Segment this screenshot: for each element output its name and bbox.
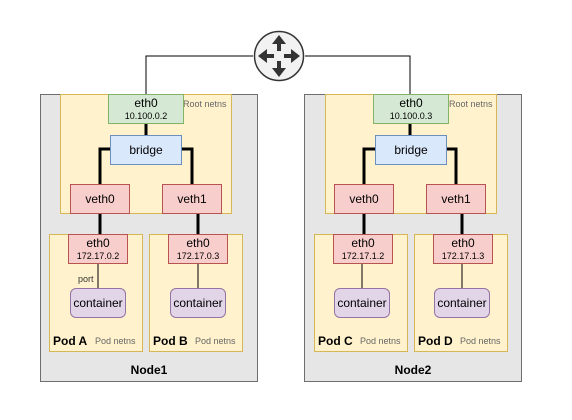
node2-veth0-label: veth0: [349, 192, 379, 206]
node2-bridge-label: bridge: [394, 143, 428, 157]
pod-b-container: container: [170, 288, 226, 318]
node1-label: Node1: [130, 363, 168, 377]
pod-c-name: Pod C: [318, 334, 353, 348]
pod-a-ns-label: Pod netns: [95, 336, 136, 346]
pod-a-container-label: container: [73, 296, 123, 310]
node2-root-eth0-ip: 10.100.0.3: [389, 111, 433, 121]
node1-root-netns-label: Root netns: [183, 99, 227, 109]
node1-veth1-label: veth1: [177, 192, 207, 206]
node1-veth1: veth1: [162, 184, 222, 214]
pod-c-container-label: container: [337, 296, 387, 310]
router-icon: [253, 30, 305, 82]
pod-b-name: Pod B: [153, 334, 188, 348]
pod-b-ns-label: Pod netns: [195, 336, 236, 346]
link-router-node1: [145, 55, 253, 94]
node2-root-eth0: eth0 10.100.0.3: [373, 94, 449, 124]
node1-bridge-label: bridge: [129, 143, 163, 157]
node1-bridge: bridge: [110, 135, 182, 165]
node2-root-eth0-label: eth0: [399, 96, 423, 110]
node1-root-eth0: eth0 10.100.0.2: [108, 94, 184, 124]
node2-bridge: bridge: [375, 135, 447, 165]
pod-a-container: container: [70, 288, 126, 318]
pod-a-eth0: eth0 172.17.0.2: [68, 234, 128, 264]
pod-d-ns-label: Pod netns: [460, 336, 501, 346]
pod-c-eth0-label: eth0: [351, 236, 375, 250]
node2-veth1: veth1: [426, 184, 486, 214]
node2-root-netns-label: Root netns: [449, 99, 493, 109]
pod-d-name: Pod D: [418, 334, 453, 348]
pod-c-eth0: eth0 172.17.1.2: [333, 234, 393, 264]
pod-c-ns-label: Pod netns: [360, 336, 401, 346]
pod-a-eth0-label: eth0: [86, 236, 110, 250]
pod-a-name: Pod A: [53, 334, 88, 348]
pod-d-eth0: eth0 172.17.1.3: [433, 234, 493, 264]
pod-d-eth0-label: eth0: [451, 236, 475, 250]
node1-veth0-label: veth0: [85, 192, 115, 206]
node2-veth1-label: veth1: [441, 192, 471, 206]
pod-d-container-label: container: [437, 296, 487, 310]
pod-d-container: container: [434, 288, 490, 318]
node2-veth0: veth0: [334, 184, 394, 214]
pod-a-port-label: port: [78, 274, 94, 284]
pod-a-eth0-ip: 172.17.0.2: [76, 251, 120, 261]
pod-b-eth0-ip: 172.17.0.3: [176, 251, 220, 261]
link-router-node2: [305, 55, 411, 94]
node2-label: Node2: [394, 363, 432, 377]
pod-d-eth0-ip: 172.17.1.3: [441, 251, 485, 261]
pod-b-eth0-label: eth0: [186, 236, 210, 250]
pod-b-eth0: eth0 172.17.0.3: [168, 234, 228, 264]
pod-c-eth0-ip: 172.17.1.2: [341, 251, 385, 261]
pod-b-container-label: container: [173, 296, 223, 310]
pod-c-container: container: [334, 288, 390, 318]
node1-root-eth0-ip: 10.100.0.2: [124, 111, 168, 121]
node1-veth0: veth0: [70, 184, 130, 214]
node1-root-eth0-label: eth0: [134, 96, 158, 110]
